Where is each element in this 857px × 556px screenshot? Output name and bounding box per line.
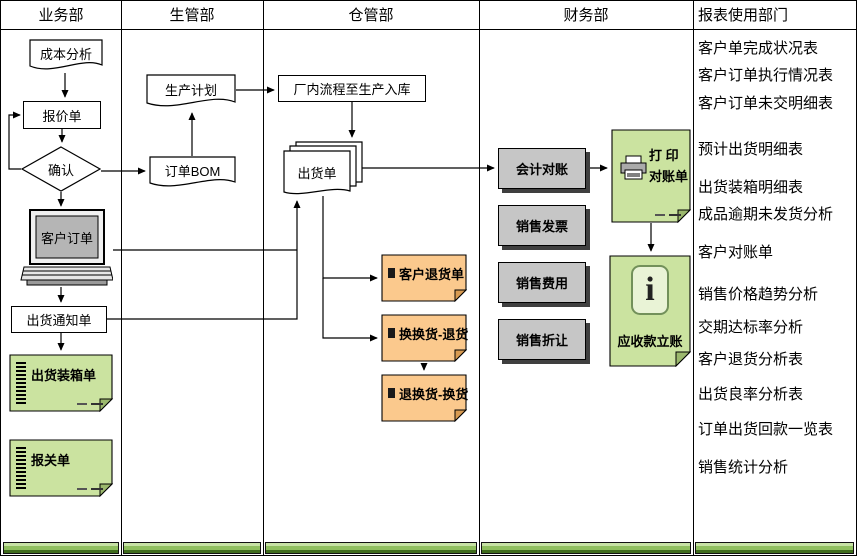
lane-end-marker-finance: [481, 542, 691, 554]
factory-process-shape: 厂内流程至生产入库: [278, 75, 426, 102]
confirm-decision: 确认: [21, 146, 101, 192]
receivable-posting-label: 应收款立账: [617, 334, 683, 349]
customs-declaration-note: 报关单: [9, 439, 113, 497]
sales-expense-label: 销售费用: [515, 276, 568, 291]
lane-title-finance: 财务部: [563, 7, 609, 24]
report-item: 销售统计分析: [698, 459, 789, 476]
return-exchange-label: 退换货-换货: [399, 386, 469, 402]
packing-list-label: 出货装箱单: [31, 368, 97, 383]
quotation-label: 报价单: [42, 108, 82, 124]
sales-invoice-label: 销售发票: [515, 219, 568, 234]
info-icon: i: [631, 265, 669, 315]
customs-declaration-label: 报关单: [31, 453, 71, 468]
print-label-line2: 对账单: [649, 169, 689, 184]
customer-return-label: 客户退货单: [399, 266, 465, 282]
note-bullet-icon: [388, 328, 395, 338]
lane-divider-3: [479, 1, 480, 555]
report-item: 客户退货分析表: [698, 351, 804, 368]
sales-expense-box: 销售费用: [498, 262, 586, 303]
report-item: 客户对账单: [698, 244, 774, 261]
signature-lines: [655, 214, 681, 216]
customer-order-label: 客户订单: [40, 230, 93, 246]
accounting-reconciliation-box: 会计对账: [498, 148, 586, 189]
lane-end-marker-production: [123, 542, 261, 554]
return-exchange-note: 退换货-换货: [381, 374, 469, 422]
exchange-return-note: 换换货-退货: [381, 314, 469, 362]
signature-lines: [77, 488, 103, 490]
shipment-order-label: 出货单: [297, 165, 337, 181]
shipping-notice-label: 出货通知单: [26, 313, 92, 328]
production-plan-shape: 生产计划: [146, 74, 236, 110]
report-item: 交期达标率分析: [698, 319, 804, 336]
production-plan-label: 生产计划: [164, 83, 217, 98]
cost-analysis-label: 成本分析: [39, 47, 92, 62]
report-item: 出货良率分析表: [698, 386, 804, 403]
lane-divider-1: [121, 1, 122, 555]
signature-lines: [77, 403, 103, 405]
customer-order-computer: 客户订单: [19, 209, 113, 287]
exchange-return-label: 换换货-退货: [399, 326, 469, 342]
report-item: 客户订单未交明细表: [698, 95, 834, 112]
lane-end-marker-reports: [695, 542, 854, 554]
order-bom-label: 订单BOM: [164, 164, 221, 179]
accounting-reconciliation-label: 会计对账: [515, 162, 568, 177]
print-statement-note: 打 印 对账单: [611, 129, 691, 223]
barcode-icon: [16, 362, 26, 404]
report-item: 客户单完成状况表: [698, 40, 819, 57]
lane-title-production: 生管部: [169, 7, 215, 24]
confirm-label: 确认: [47, 162, 74, 178]
report-item: 订单出货回款一览表: [698, 421, 834, 438]
lane-divider-4: [693, 1, 694, 555]
report-item: 客户订单执行情况表: [698, 67, 834, 84]
lane-end-marker-business: [3, 542, 119, 554]
report-item: 出货装箱明细表: [698, 179, 804, 196]
lane-title-business: 业务部: [38, 7, 84, 24]
customer-return-note: 客户退货单: [381, 254, 467, 302]
header-divider: [1, 29, 856, 30]
lane-end-marker-warehouse: [265, 542, 477, 554]
sales-invoice-box: 销售发票: [498, 205, 586, 246]
report-item: 预计出货明细表: [698, 141, 804, 158]
lane-title-warehouse: 仓管部: [348, 7, 394, 24]
print-label-line1: 打 印: [649, 148, 679, 163]
lane-title-report-users: 报表使用部门: [698, 7, 789, 24]
report-item: 成品逾期未发货分析: [698, 206, 834, 223]
shipment-order-stack: 出货单: [283, 141, 363, 199]
sales-allowance-label: 销售折让: [515, 333, 568, 348]
barcode-icon: [16, 447, 26, 489]
printer-icon: [620, 155, 647, 180]
sales-allowance-box: 销售折让: [498, 319, 586, 360]
cost-analysis-shape: 成本分析: [29, 39, 103, 73]
note-bullet-icon: [388, 268, 395, 278]
lane-divider-2: [263, 1, 264, 555]
shipping-notice-shape: 出货通知单: [11, 306, 107, 333]
quotation-shape: 报价单: [23, 101, 101, 129]
report-item: 销售价格趋势分析: [698, 286, 819, 303]
computer-icon: [20, 209, 113, 286]
note-bullet-icon: [388, 388, 395, 398]
packing-list-note: 出货装箱单: [9, 354, 113, 412]
order-bom-shape: 订单BOM: [149, 156, 236, 190]
receivable-posting-note: i 应收款立账: [609, 255, 691, 367]
factory-process-label: 厂内流程至生产入库: [293, 82, 411, 97]
